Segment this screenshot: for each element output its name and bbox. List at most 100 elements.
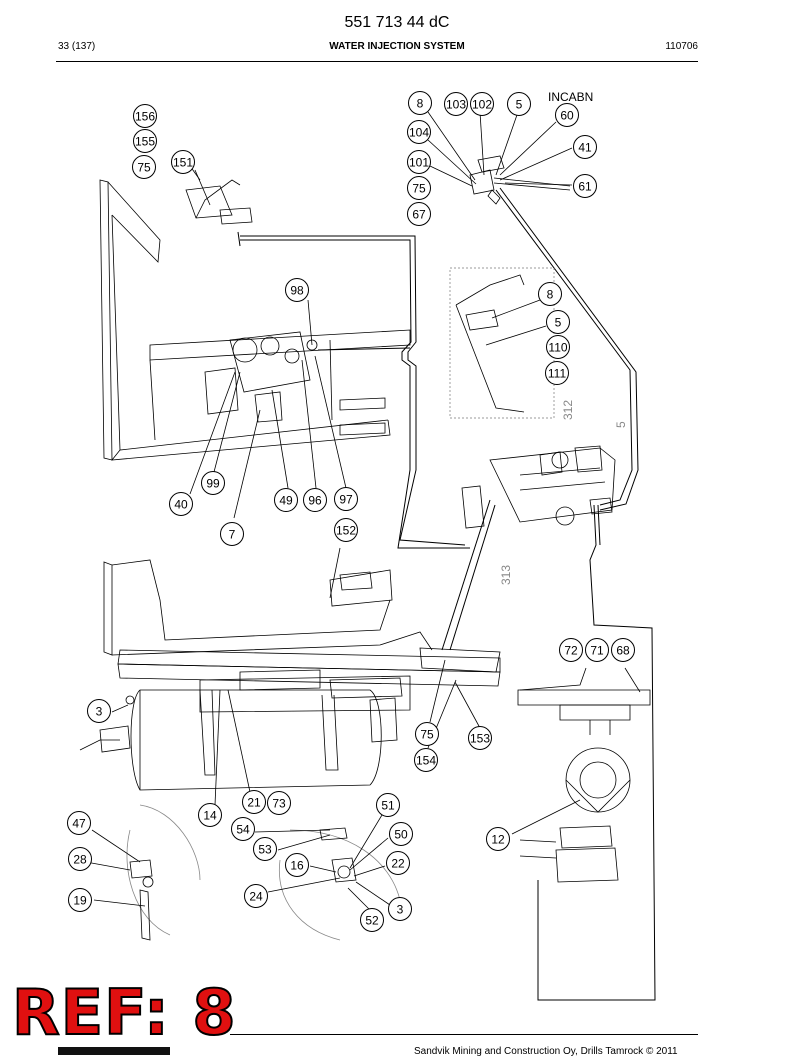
callout-bubble <box>468 726 492 750</box>
callout-number: 5 <box>555 316 562 330</box>
callout-number: 96 <box>308 494 322 508</box>
callout-99: 99 <box>201 471 225 495</box>
callout-number: 54 <box>236 823 250 837</box>
hose-label-312: 312 <box>561 400 575 420</box>
callout-73: 73 <box>267 791 291 815</box>
callout-75: 75 <box>415 722 439 746</box>
callout-bubble <box>546 310 570 334</box>
callout-number: 3 <box>96 705 103 719</box>
callout-number: 75 <box>420 728 434 742</box>
callout-156: 156 <box>133 104 157 128</box>
callout-bubble <box>285 853 309 877</box>
callout-101: 101 <box>407 150 431 174</box>
callout-19: 19 <box>68 888 92 912</box>
callout-bubble <box>334 487 358 511</box>
callout-number: 49 <box>279 494 293 508</box>
upper-frame-assembly <box>99 179 411 461</box>
callout-number: 99 <box>206 477 220 491</box>
callout-75: 75 <box>407 176 431 200</box>
callout-number: 60 <box>560 109 574 123</box>
callout-bubble <box>470 92 494 116</box>
callout-152: 152 <box>334 518 358 542</box>
header-rule <box>56 61 698 62</box>
callout-number: 19 <box>73 894 87 908</box>
callout-102: 102 <box>470 92 494 116</box>
callout-28: 28 <box>68 847 92 871</box>
callout-54: 54 <box>231 817 255 841</box>
callout-67: 67 <box>407 202 431 226</box>
callout-number: 40 <box>174 498 188 512</box>
callout-bubble <box>407 202 431 226</box>
callout-151: 151 <box>171 150 195 174</box>
callout-51: 51 <box>376 793 400 817</box>
callout-bubble <box>220 522 244 546</box>
callout-153: 153 <box>468 726 492 750</box>
callout-bubble <box>611 638 635 662</box>
callout-number: 97 <box>339 493 353 507</box>
callout-bubble <box>133 129 157 153</box>
callout-number: 110 <box>548 341 567 355</box>
detail-inset-frame <box>449 267 555 419</box>
callout-155: 155 <box>133 129 157 153</box>
in-cabin-label: INCABN <box>548 90 593 104</box>
callout-5: 5 <box>546 310 570 334</box>
callout-number: 68 <box>616 644 630 658</box>
callout-bubble <box>388 897 412 921</box>
water-manifold-block <box>461 445 616 529</box>
callout-bubble <box>274 488 298 512</box>
callout-number: 51 <box>381 799 395 813</box>
callout-number: 104 <box>409 126 429 140</box>
callout-number: 153 <box>470 732 490 746</box>
callout-number: 75 <box>137 161 151 175</box>
callout-bubble <box>133 104 157 128</box>
callout-number: 152 <box>336 524 356 538</box>
callout-49: 49 <box>274 488 298 512</box>
callout-bubble <box>414 748 438 772</box>
callout-97: 97 <box>334 487 358 511</box>
callout-number: 8 <box>547 288 554 302</box>
callout-number: 154 <box>416 754 436 768</box>
callout-number: 53 <box>258 843 272 857</box>
callout-number: 16 <box>290 859 304 873</box>
callout-bubble <box>285 278 309 302</box>
callout-number: 8 <box>417 97 424 111</box>
callout-111: 111 <box>545 361 569 385</box>
callout-bubble <box>407 176 431 200</box>
callout-number: 5 <box>516 98 523 112</box>
callout-number: 28 <box>73 853 87 867</box>
callout-number: 71 <box>590 644 604 658</box>
callout-bubble <box>334 518 358 542</box>
callout-number: 98 <box>290 284 304 298</box>
callout-bubble <box>198 803 222 827</box>
page-number: 33 (137) <box>58 41 96 52</box>
callout-40: 40 <box>169 492 193 516</box>
callout-52: 52 <box>360 908 384 932</box>
ref-stamp: REF: 8 <box>11 976 237 1049</box>
callout-number: 7 <box>229 528 236 542</box>
callout-bubble <box>171 150 195 174</box>
callout-3: 3 <box>388 897 412 921</box>
water-tank-detail <box>517 689 651 883</box>
callout-60: 60 <box>555 103 579 127</box>
callout-number: 47 <box>72 817 86 831</box>
callout-12: 12 <box>486 827 510 851</box>
callout-bubble <box>555 103 579 127</box>
callout-bubble <box>573 174 597 198</box>
callout-bubble <box>244 884 268 908</box>
logo-bar <box>58 1047 170 1055</box>
callout-number: 72 <box>564 644 578 658</box>
callout-bubble <box>68 847 92 871</box>
callout-number: 61 <box>578 180 592 194</box>
footer-rule <box>230 1034 698 1035</box>
callout-71: 71 <box>585 638 609 662</box>
callout-bubble <box>386 851 410 875</box>
callout-bubble <box>201 471 225 495</box>
callout-bubble <box>507 92 531 116</box>
callout-number: 41 <box>578 141 592 155</box>
callout-bubble <box>169 492 193 516</box>
callout-24: 24 <box>244 884 268 908</box>
callout-bubble <box>559 638 583 662</box>
callout-154: 154 <box>414 748 438 772</box>
